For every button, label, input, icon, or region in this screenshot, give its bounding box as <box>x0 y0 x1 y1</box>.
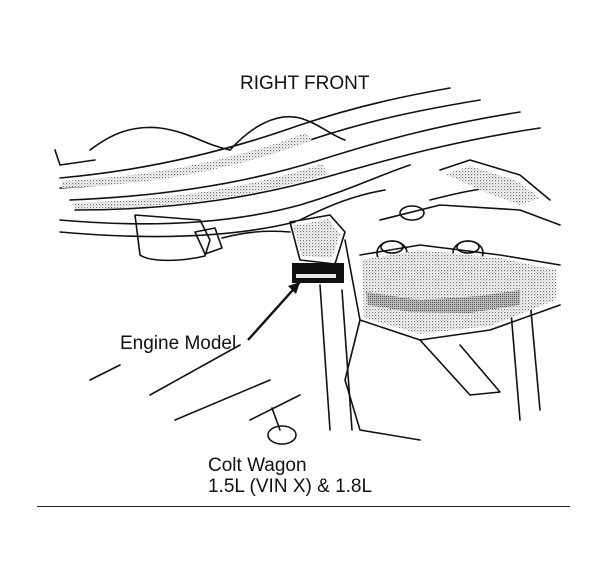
engine-block-top <box>379 204 561 226</box>
sketch-line-lower-4 <box>249 394 301 421</box>
hood-outline-left <box>89 126 231 151</box>
engine-caption-line: 1.5L (VIN X) & 1.8L <box>208 476 373 497</box>
bolt-right-inner <box>456 240 480 254</box>
hose-upper-1 <box>59 87 451 179</box>
hose-upper-2 <box>59 99 481 189</box>
frame-shading <box>445 166 540 205</box>
left-bracket <box>134 214 211 262</box>
sketch-line-lower-3 <box>89 364 121 381</box>
engine-lower-edge <box>344 319 421 441</box>
hose-shading-top <box>62 133 312 188</box>
footer-divider <box>37 506 570 507</box>
clamp-hose <box>221 230 291 239</box>
engine-model-tag-highlight <box>296 274 336 278</box>
hood-bracket-left <box>54 149 96 166</box>
hose-stub <box>299 189 386 221</box>
hose-lower-1 <box>59 164 411 225</box>
bolt-top <box>399 205 425 221</box>
callout-arrowhead <box>288 282 300 294</box>
mount-housing <box>289 214 346 265</box>
bolt-left-inner <box>380 240 404 254</box>
engine-bracket <box>359 244 561 266</box>
engine-model-callout-label: Engine Model <box>120 333 237 354</box>
hose-upper-3 <box>69 111 521 201</box>
hose-clamp <box>194 227 223 255</box>
hose-lower-2 <box>59 221 296 238</box>
callout-leader-line <box>247 281 301 341</box>
frame-rail <box>439 159 551 201</box>
view-orientation-label: RIGHT FRONT <box>240 73 370 94</box>
vehicle-caption-line: Colt Wagon <box>208 455 307 476</box>
engine-model-tag <box>292 263 344 283</box>
filler-cap <box>267 425 297 445</box>
bracket-shading <box>366 290 520 313</box>
hose-upper-4 <box>74 127 541 211</box>
mount-post <box>319 284 353 431</box>
sketch-line-lower-1 <box>149 344 241 396</box>
sketch-line-lower-2 <box>174 379 271 421</box>
housing-shading <box>293 219 340 258</box>
engine-right-edge <box>509 299 541 421</box>
engine-shading <box>362 250 556 334</box>
bracket-arm <box>419 339 501 396</box>
hose-shading-mid <box>72 164 328 209</box>
